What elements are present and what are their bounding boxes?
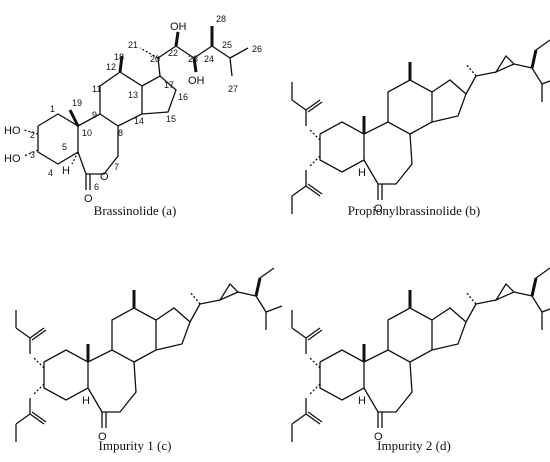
svg-text:22: 22	[168, 48, 178, 58]
svg-text:24: 24	[204, 54, 214, 64]
svg-text:27: 27	[228, 84, 238, 94]
svg-text:5: 5	[62, 142, 67, 152]
svg-text:8: 8	[118, 128, 123, 138]
ring-b-lactone	[77, 113, 119, 175]
atom-o: O	[374, 203, 383, 215]
svg-text:23: 23	[188, 54, 198, 64]
svg-text:19: 19	[72, 98, 82, 108]
caption-propionylbrassinolide: Propionylbrassinolide (b)	[347, 203, 481, 218]
steroid-core	[42, 288, 192, 430]
atom-h: H	[358, 167, 366, 179]
svg-text:11: 11	[92, 84, 101, 94]
atom-o-carbonyl: O	[84, 193, 93, 205]
svg-text:12: 12	[106, 62, 116, 72]
structure-propionylbrassinolide: O H	[291, 38, 550, 215]
svg-text:20: 20	[150, 54, 160, 64]
atom-o: O	[98, 431, 107, 443]
svg-text:26: 26	[252, 44, 262, 54]
svg-text:21: 21	[128, 40, 138, 50]
atom-h: H	[82, 395, 90, 407]
ring-a	[37, 113, 79, 165]
propionyl-ester-bottom	[15, 397, 47, 443]
structure-impurity-2: O H	[291, 266, 550, 443]
svg-text:7: 7	[114, 162, 119, 172]
svg-text:18: 18	[114, 52, 124, 62]
propionyl-ester-bottom	[291, 397, 323, 443]
svg-text:1: 1	[50, 104, 55, 114]
epoxide-side-chain	[464, 266, 550, 332]
propionyl-ester-top	[291, 309, 323, 355]
svg-text:2: 2	[30, 130, 35, 140]
svg-text:9: 9	[92, 110, 97, 120]
ring-c	[99, 71, 143, 127]
atom-ho-2: HO	[4, 125, 21, 137]
atom-o: O	[374, 431, 383, 443]
svg-text:10: 10	[82, 128, 92, 138]
svg-text:28: 28	[216, 14, 226, 24]
svg-text:25: 25	[222, 40, 232, 50]
caption-impurity-1: Impurity 1 (c)	[98, 438, 172, 453]
structure-impurity-1: O H	[15, 266, 284, 443]
caption-brassinolide: Brassinolide (a)	[93, 203, 177, 218]
svg-text:13: 13	[128, 90, 138, 100]
atom-h-5: H	[62, 165, 70, 177]
atom-oh-22: OH	[170, 21, 187, 33]
propionyl-ester-top	[15, 309, 47, 355]
svg-text:16: 16	[178, 92, 188, 102]
atom-o-ring: O	[100, 171, 109, 183]
svg-text:4: 4	[48, 168, 53, 178]
svg-text:3: 3	[30, 150, 35, 160]
atom-ho-3: HO	[4, 153, 21, 165]
svg-text:6: 6	[94, 182, 99, 192]
carbon-numbering: 1 2 3 4 5 6 7 8 9 10 11 12 13 14 15 16 1…	[30, 14, 262, 192]
svg-text:14: 14	[134, 116, 144, 126]
steroid-core	[318, 288, 468, 430]
epoxide-side-chain	[464, 38, 550, 104]
structure-brassinolide: HO HO H OH OH O O 1 2 3 4 5 6 7 8 9 10 1…	[4, 14, 262, 205]
epoxide-side-chain	[188, 266, 284, 332]
atom-h: H	[358, 395, 366, 407]
propionyl-ester-bottom	[291, 169, 323, 215]
propionyl-ester-top	[291, 81, 323, 127]
svg-text:15: 15	[166, 114, 176, 124]
atom-oh-23: OH	[188, 75, 205, 87]
svg-text:17: 17	[164, 80, 174, 90]
caption-impurity-2: Impurity 2 (d)	[377, 438, 451, 453]
ring-d	[141, 75, 177, 115]
steroid-core	[318, 60, 468, 202]
